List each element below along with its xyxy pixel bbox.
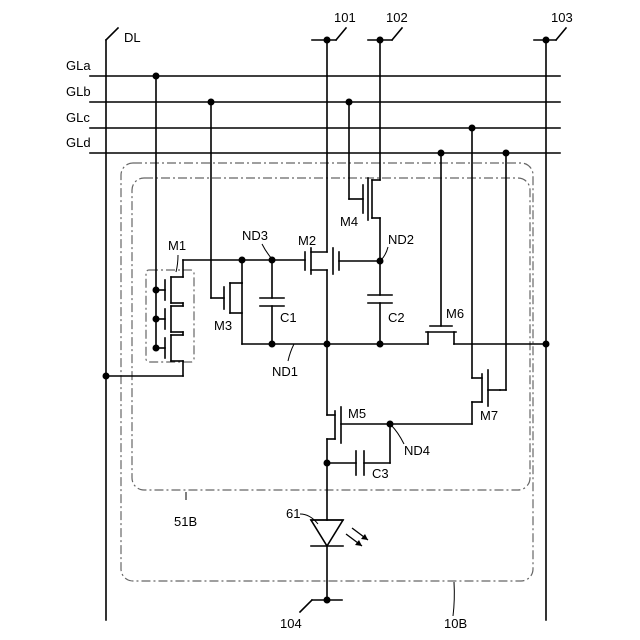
label-c3: C3	[372, 466, 389, 481]
label-nd2: ND2	[388, 232, 414, 247]
transistor-m3	[211, 102, 242, 313]
capacitor-c1	[260, 298, 284, 306]
label-c2: C2	[388, 310, 405, 325]
label-m2: M2	[298, 233, 316, 248]
label-c1: C1	[280, 310, 297, 325]
label-104: 104	[280, 616, 302, 631]
label-102: 102	[386, 10, 408, 25]
label-103: 103	[551, 10, 573, 25]
label-nd4: ND4	[404, 443, 430, 458]
label-m7: M7	[480, 408, 498, 423]
label-glc: GLc	[66, 110, 90, 125]
transistor-m7	[390, 128, 506, 424]
label-m4: M4	[340, 214, 358, 229]
data-line-dl	[106, 28, 118, 620]
label-m6: M6	[446, 306, 464, 321]
inner-boundary-51B	[132, 178, 530, 490]
label-m1: M1	[168, 238, 186, 253]
junction-dots	[103, 37, 550, 604]
leader-lines	[176, 244, 454, 616]
label-101: 101	[334, 10, 356, 25]
label-dl: DL	[124, 30, 141, 45]
label-51b: 51B	[174, 514, 197, 529]
label-gla: GLa	[66, 58, 91, 73]
led-61	[311, 520, 368, 600]
label-m5: M5	[348, 406, 366, 421]
label-m3: M3	[214, 318, 232, 333]
label-glb: GLb	[66, 84, 91, 99]
transistor-m6	[426, 153, 546, 344]
label-10b: 10B	[444, 616, 467, 631]
label-gld: GLd	[66, 135, 91, 150]
label-nd3: ND3	[242, 228, 268, 243]
transistor-m4	[349, 102, 368, 220]
label-led-61: 61	[286, 506, 300, 521]
terminal-104-wire	[300, 600, 342, 612]
transistor-m2	[305, 248, 380, 415]
terminal-103-wire	[534, 28, 566, 620]
node-nd3-wire	[242, 260, 305, 344]
label-nd1: ND1	[272, 364, 298, 379]
